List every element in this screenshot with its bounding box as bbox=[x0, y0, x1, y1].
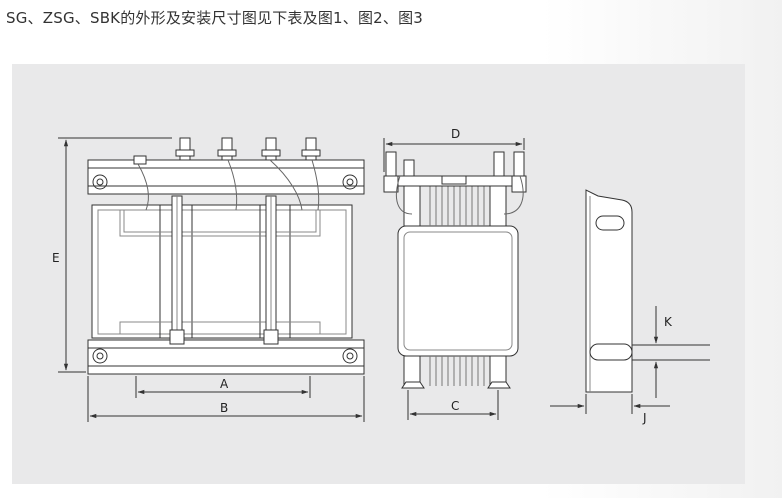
dimension-label-e: E bbox=[52, 251, 60, 265]
bracket-detail-view bbox=[550, 189, 710, 414]
dimension-label-j: J bbox=[642, 411, 647, 425]
front-view bbox=[58, 137, 365, 422]
dimension-label-d: D bbox=[451, 127, 460, 141]
side-view bbox=[383, 138, 527, 420]
dimension-label-b: B bbox=[220, 401, 228, 415]
dimension-label-k: K bbox=[664, 315, 673, 329]
page-title: SG、ZSG、SBK的外形及安装尺寸图见下表及图1、图2、图3 bbox=[6, 9, 424, 27]
dimension-label-c: C bbox=[451, 399, 459, 413]
dimension-label-a: A bbox=[220, 377, 229, 391]
